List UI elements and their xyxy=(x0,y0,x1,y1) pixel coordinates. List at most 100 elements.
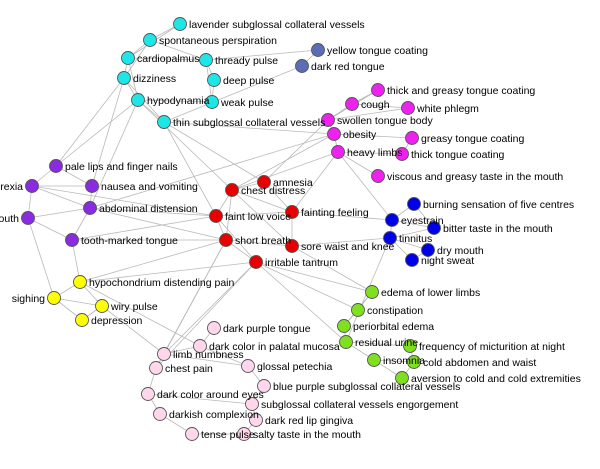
node-n60[interactable] xyxy=(153,407,167,421)
node-n34[interactable] xyxy=(407,197,421,211)
node-n61[interactable] xyxy=(249,413,263,427)
node-n46[interactable] xyxy=(337,319,351,333)
node-label-n37: tinnitus xyxy=(399,233,432,245)
node-n2[interactable] xyxy=(143,33,157,47)
node-n12[interactable] xyxy=(371,83,385,97)
node-n25[interactable] xyxy=(21,211,35,225)
node-label-n16: obesity xyxy=(343,129,377,141)
node-n33[interactable] xyxy=(249,255,263,269)
edge-n14-n15 xyxy=(327,107,409,121)
edge-n30-n33 xyxy=(215,215,257,263)
node-label-n15: swollen tongue body xyxy=(337,115,433,127)
node-n20[interactable] xyxy=(371,169,385,183)
node-label-n51: aversion to cold and cold extremities xyxy=(411,373,581,385)
node-n39[interactable] xyxy=(405,253,419,267)
node-n30[interactable] xyxy=(209,209,223,223)
node-n28[interactable] xyxy=(225,183,239,197)
node-n43[interactable] xyxy=(75,313,89,327)
edge-n28-n32 xyxy=(231,189,293,247)
node-n41[interactable] xyxy=(47,291,61,305)
node-n1[interactable] xyxy=(173,17,187,31)
edge-n33-n56 xyxy=(155,261,257,369)
node-label-n48: frequency of micturition at night xyxy=(419,341,565,353)
node-n36[interactable] xyxy=(427,221,441,235)
node-n18[interactable] xyxy=(331,145,345,159)
node-n35[interactable] xyxy=(385,213,399,227)
edge-n25-n41 xyxy=(27,217,55,299)
node-n31[interactable] xyxy=(219,233,233,247)
node-n11[interactable] xyxy=(295,59,309,73)
node-n29[interactable] xyxy=(285,205,299,219)
node-n37[interactable] xyxy=(383,231,397,245)
node-label-n11: dark red tongue xyxy=(311,61,385,73)
node-label-n62: tense pulse xyxy=(201,429,255,441)
node-n51[interactable] xyxy=(395,371,409,385)
node-n44[interactable] xyxy=(365,285,379,299)
node-label-n22: anorexia xyxy=(0,181,23,193)
node-n50[interactable] xyxy=(407,355,421,369)
node-n19[interactable] xyxy=(395,147,409,161)
node-n15[interactable] xyxy=(321,113,335,127)
node-n40[interactable] xyxy=(73,275,87,289)
node-n57[interactable] xyxy=(257,379,271,393)
edge-n32-n37 xyxy=(291,237,391,247)
node-label-n29: fainting feeling xyxy=(301,207,369,219)
node-n14[interactable] xyxy=(401,101,415,115)
node-n8[interactable] xyxy=(205,95,219,109)
node-n26[interactable] xyxy=(65,233,79,247)
node-n3[interactable] xyxy=(121,51,135,65)
node-n58[interactable] xyxy=(141,387,155,401)
node-n56[interactable] xyxy=(149,361,163,375)
edge-n36-n37 xyxy=(389,227,435,239)
node-label-n26: tooth-marked tongue xyxy=(81,235,178,247)
node-n22[interactable] xyxy=(25,179,39,193)
edge-n16-n17 xyxy=(333,133,413,139)
node-label-n45: constipation xyxy=(367,305,423,317)
node-n5[interactable] xyxy=(117,71,131,85)
edge-n2-n5 xyxy=(123,39,151,79)
node-n59[interactable] xyxy=(245,397,259,411)
node-label-n44: edema of lower limbs xyxy=(381,287,480,299)
node-n21[interactable] xyxy=(49,159,63,173)
node-n32[interactable] xyxy=(285,239,299,253)
node-n17[interactable] xyxy=(405,131,419,145)
node-n23[interactable] xyxy=(85,179,99,193)
node-n7[interactable] xyxy=(131,93,145,107)
node-label-n49: insomnia xyxy=(383,355,425,367)
node-n63[interactable] xyxy=(237,427,251,441)
node-label-n57: blue purple subglossal collateral vessel… xyxy=(273,381,460,393)
node-n9[interactable] xyxy=(157,115,171,129)
node-n4[interactable] xyxy=(199,53,213,67)
node-n54[interactable] xyxy=(157,347,171,361)
node-label-n31: short breath xyxy=(235,235,291,247)
node-n45[interactable] xyxy=(351,303,365,317)
edge-n33-n45 xyxy=(255,261,359,311)
node-n55[interactable] xyxy=(241,359,255,373)
node-label-n4: thready pulse xyxy=(215,55,278,67)
node-n62[interactable] xyxy=(185,427,199,441)
node-label-n6: deep pulse xyxy=(223,75,275,87)
edge-n18-n35 xyxy=(337,151,393,221)
node-label-n50: cold abdomen and waist xyxy=(423,357,536,369)
node-n13[interactable] xyxy=(345,97,359,111)
node-n47[interactable] xyxy=(339,335,353,349)
edge-n13-n14 xyxy=(351,103,409,109)
node-label-n36: bitter taste in the mouth xyxy=(443,223,553,235)
node-n38[interactable] xyxy=(421,243,435,257)
node-n6[interactable] xyxy=(207,73,221,87)
edge-n35-n36 xyxy=(391,219,435,229)
node-n10[interactable] xyxy=(311,43,325,57)
node-n42[interactable] xyxy=(95,299,109,313)
node-n24[interactable] xyxy=(83,201,97,215)
node-n53[interactable] xyxy=(193,339,207,353)
node-n27[interactable] xyxy=(257,175,271,189)
edge-n7-n8 xyxy=(137,99,213,103)
node-n49[interactable] xyxy=(367,353,381,367)
edge-n5-n21 xyxy=(55,77,125,167)
node-label-n46: periorbital edema xyxy=(353,321,434,333)
node-n52[interactable] xyxy=(207,321,221,335)
edge-n9-n16 xyxy=(163,121,335,135)
node-label-n47: residual urine xyxy=(355,337,418,349)
node-n16[interactable] xyxy=(327,127,341,141)
node-n48[interactable] xyxy=(403,339,417,353)
